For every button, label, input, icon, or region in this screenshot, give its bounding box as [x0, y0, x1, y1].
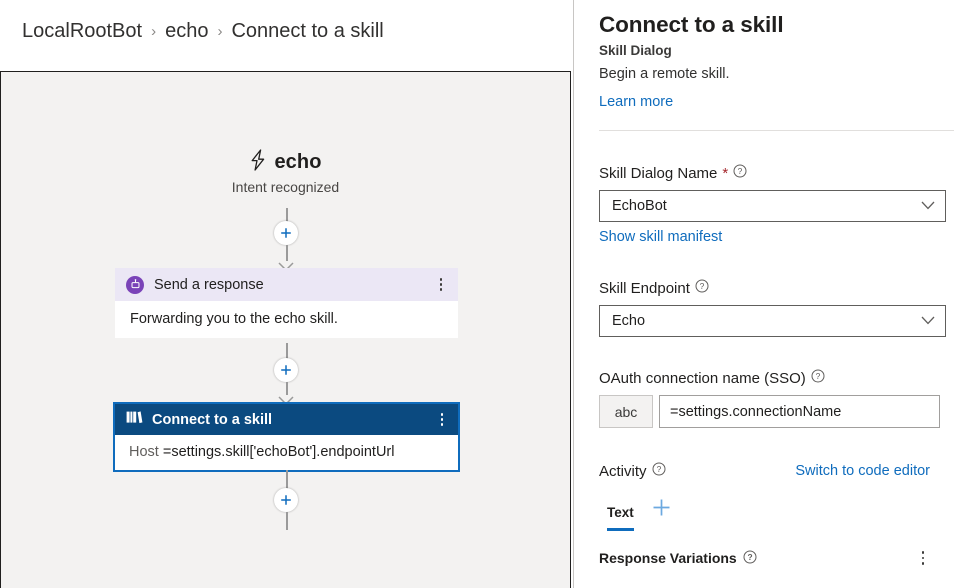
activity-label-text: Activity — [599, 462, 647, 480]
breadcrumb-item-action[interactable]: Connect to a skill — [231, 20, 384, 42]
oauth-input-row: abc =settings.connectionName — [599, 395, 940, 428]
activity-label: Activity ? — [599, 462, 666, 480]
trigger-header: echo — [249, 149, 321, 176]
svg-text:?: ? — [700, 281, 705, 291]
node-body-text: Host =settings.skill['echoBot'].endpoint… — [115, 435, 458, 470]
flow-graph: echo Intent recognized — [1, 72, 570, 588]
svg-text:?: ? — [656, 464, 661, 474]
tab-text[interactable]: Text — [607, 505, 634, 531]
node-connect-to-a-skill[interactable]: Connect to a skill Host =settings.skill[… — [113, 402, 460, 472]
tab-active-underline — [607, 528, 634, 531]
plus-icon — [280, 227, 292, 239]
field-label-text: Skill Endpoint — [599, 279, 690, 297]
chevron-down-icon — [921, 313, 935, 329]
pane-divider — [573, 0, 575, 588]
add-action-button[interactable] — [274, 488, 298, 512]
chevron-down-icon — [921, 198, 935, 214]
breadcrumb-separator-icon: › — [151, 23, 157, 40]
node-body-key: Host — [129, 444, 159, 460]
design-canvas-pane: LocalRootBot › echo › Connect to a skill… — [0, 20, 571, 588]
help-circle-icon[interactable]: ? — [695, 279, 709, 297]
learn-more-link[interactable]: Learn more — [599, 94, 674, 110]
help-circle-icon[interactable]: ? — [733, 164, 747, 182]
connector-line — [286, 343, 288, 363]
response-variations-label: Response Variations ? — [599, 550, 757, 567]
field-label-text: Skill Dialog Name — [599, 164, 718, 182]
more-vertical-icon[interactable] — [435, 411, 449, 429]
response-variations-row: Response Variations ? — [599, 549, 954, 567]
expression-type-chip[interactable]: abc — [599, 395, 653, 428]
response-variations-label-text: Response Variations — [599, 550, 737, 566]
trigger-subtitle: Intent recognized — [231, 179, 340, 195]
add-action-button[interactable] — [274, 221, 298, 245]
add-action-button[interactable] — [274, 358, 298, 382]
connector-line — [286, 208, 288, 230]
activity-section: Activity ? Switch to code editor Text — [599, 462, 954, 567]
node-title: Connect to a skill — [152, 411, 273, 428]
field-skill-dialog-name: Skill Dialog Name * ? EchoBot Show skill… — [599, 164, 954, 246]
help-circle-icon[interactable]: ? — [811, 369, 825, 387]
svg-text:?: ? — [738, 166, 743, 176]
trigger-node[interactable]: echo Intent recognized — [1, 149, 570, 195]
help-circle-icon[interactable]: ? — [652, 462, 666, 480]
plus-icon — [280, 364, 292, 376]
trigger-title: echo — [274, 151, 322, 173]
tab-label: Text — [607, 505, 634, 520]
switch-to-code-editor-link[interactable]: Switch to code editor — [795, 463, 930, 479]
lightning-bolt-icon — [249, 149, 267, 176]
breadcrumb: LocalRootBot › echo › Connect to a skill — [22, 20, 384, 43]
field-skill-endpoint: Skill Endpoint ? Echo — [599, 279, 954, 337]
skill-dialog-name-dropdown[interactable]: EchoBot — [599, 190, 946, 222]
field-oauth-connection-name: OAuth connection name (SSO) ? abc =setti… — [599, 369, 954, 428]
skill-dialog-name-value: EchoBot — [612, 198, 667, 214]
breadcrumb-separator-icon: › — [217, 23, 223, 40]
panel-title: Connect to a skill — [599, 12, 784, 37]
skill-endpoint-dropdown[interactable]: Echo — [599, 305, 946, 337]
bot-response-icon — [126, 275, 144, 294]
flow-canvas[interactable]: echo Intent recognized — [0, 71, 571, 588]
node-header: Send a response — [115, 268, 458, 301]
panel-divider-rule — [599, 130, 954, 131]
connector-line — [286, 512, 288, 530]
svg-text:?: ? — [747, 552, 752, 562]
node-header: Connect to a skill — [115, 404, 458, 435]
help-circle-icon[interactable]: ? — [743, 550, 757, 567]
breadcrumb-item-bot[interactable]: LocalRootBot — [22, 20, 143, 42]
skill-books-icon — [126, 410, 143, 429]
required-marker: * — [722, 164, 729, 182]
field-label: Skill Dialog Name * ? — [599, 164, 954, 182]
svg-text:?: ? — [815, 371, 820, 381]
panel-subtitle-kind: Skill Dialog — [599, 43, 672, 58]
connector-line — [286, 470, 288, 494]
field-label-text: OAuth connection name (SSO) — [599, 369, 806, 387]
connector-line — [286, 382, 288, 395]
more-vertical-icon[interactable] — [434, 276, 448, 294]
connector-line — [286, 245, 288, 261]
node-body-text: Forwarding you to the echo skill. — [115, 301, 458, 338]
panel-description: Begin a remote skill. — [599, 66, 730, 82]
plus-icon — [652, 498, 671, 522]
field-label: Skill Endpoint ? — [599, 279, 954, 297]
more-vertical-icon[interactable] — [916, 549, 930, 567]
node-send-a-response[interactable]: Send a response Forwarding you to the ec… — [115, 268, 458, 338]
show-skill-manifest-link[interactable]: Show skill manifest — [599, 229, 723, 245]
node-body-value: =settings.skill['echoBot'].endpointUrl — [162, 444, 395, 460]
activity-tabs: Text — [599, 498, 954, 531]
property-editor-panel: Connect to a skill Skill Dialog Begin a … — [575, 0, 954, 588]
node-title: Send a response — [154, 276, 264, 293]
plus-icon — [280, 494, 292, 506]
breadcrumb-item-dialog[interactable]: echo — [165, 20, 209, 42]
oauth-connection-input[interactable]: =settings.connectionName — [659, 395, 940, 428]
field-label: OAuth connection name (SSO) ? — [599, 369, 954, 387]
oauth-connection-value: =settings.connectionName — [670, 403, 842, 420]
add-tab-button[interactable] — [652, 498, 671, 531]
skill-endpoint-value: Echo — [612, 313, 646, 329]
activity-header-row: Activity ? Switch to code editor — [599, 462, 954, 480]
